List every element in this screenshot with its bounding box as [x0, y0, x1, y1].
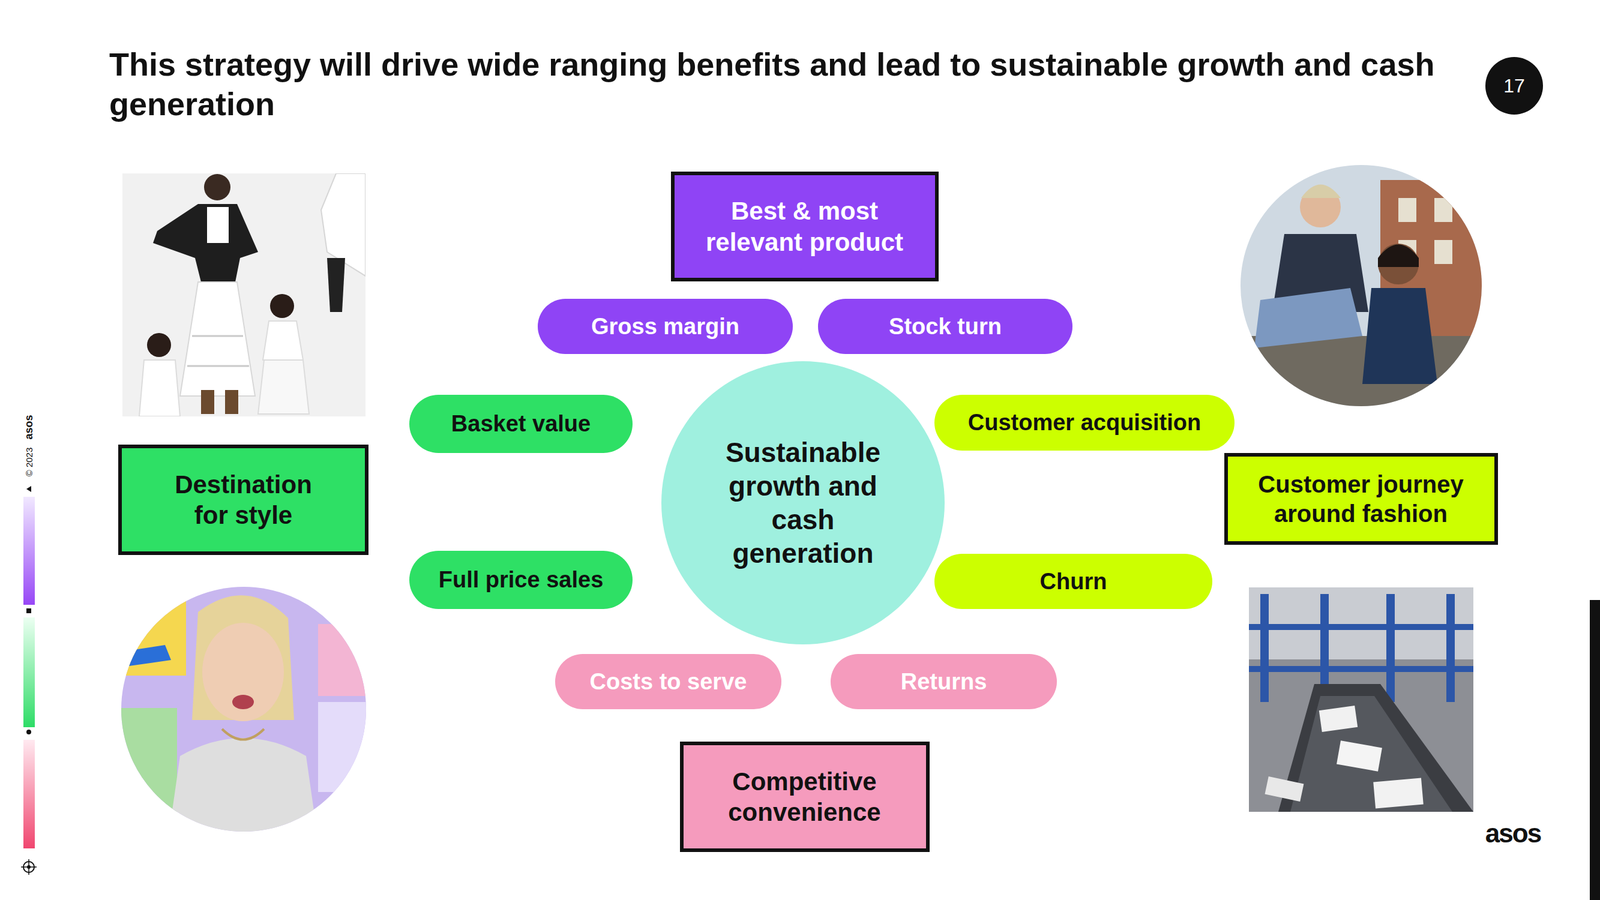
box-fill	[1226, 454, 1497, 544]
node-label: Full price sales	[438, 565, 604, 594]
pill-fill	[818, 298, 1073, 355]
pill-fill	[537, 298, 793, 355]
pill-fill	[555, 654, 782, 710]
copyright: © 2023	[22, 439, 35, 485]
node-shape	[679, 741, 930, 853]
pill-fill	[934, 394, 1235, 451]
pillar-box: Customer journey around fashion	[1224, 453, 1498, 545]
metric-pill: Full price sales	[409, 550, 633, 610]
page-badge	[1485, 57, 1543, 115]
box-fill	[672, 173, 937, 280]
node-label: Returns	[900, 667, 988, 696]
goal-circle: Sustainable growth and cash generation	[661, 361, 945, 645]
node-shape	[670, 171, 939, 282]
pillar-box: Competitive convenience	[679, 741, 930, 853]
node-label: Best & most relevant product	[687, 195, 922, 257]
metric-pill: Costs to serve	[555, 654, 782, 710]
metric-pill: Gross margin	[537, 298, 793, 355]
node-label: Costs to serve	[589, 667, 748, 696]
node-label: Gross margin	[591, 312, 740, 341]
fashion-photo	[122, 173, 366, 417]
metric-pill: Customer acquisition	[934, 394, 1235, 451]
metric-pill: Basket value	[409, 394, 633, 454]
pillar-box: Best & most relevant product	[670, 171, 939, 282]
node-label: Sustainable growth and cash generation	[712, 435, 894, 571]
people-photo	[1240, 165, 1489, 409]
node-label: Competitive convenience	[696, 766, 913, 828]
node-label: Churn	[1040, 567, 1108, 596]
node-label: Customer acquisition	[968, 408, 1202, 437]
pill-fill	[830, 654, 1057, 710]
node-shape	[118, 444, 369, 556]
page-number: 17	[1485, 70, 1543, 101]
pill-fill	[409, 550, 633, 610]
side-logo: asos	[22, 409, 36, 446]
metric-pill: Churn	[934, 553, 1213, 610]
edge-bar	[1589, 600, 1600, 900]
node-label: Customer journey around fashion	[1241, 469, 1482, 529]
model-photo	[120, 585, 373, 841]
circle-fill	[661, 361, 945, 645]
brand-logo: asos	[1467, 817, 1558, 850]
slide-title: This strategy will drive wide ranging be…	[109, 44, 1448, 124]
node-label: Stock turn	[888, 312, 1002, 341]
pill-fill	[409, 394, 633, 454]
warehouse-photo	[1248, 587, 1474, 813]
metric-pill: Returns	[830, 654, 1057, 710]
node-shape	[661, 361, 945, 645]
node-label: Destination for style	[168, 469, 319, 531]
node-shape	[1224, 453, 1498, 545]
node-label: Basket value	[451, 409, 591, 438]
pillar-box: Destination for style	[118, 444, 369, 556]
box-fill	[681, 743, 928, 851]
pill-fill	[934, 553, 1213, 610]
metric-pill: Stock turn	[818, 298, 1073, 355]
box-fill	[120, 446, 367, 554]
side-progress-bar	[21, 486, 37, 876]
